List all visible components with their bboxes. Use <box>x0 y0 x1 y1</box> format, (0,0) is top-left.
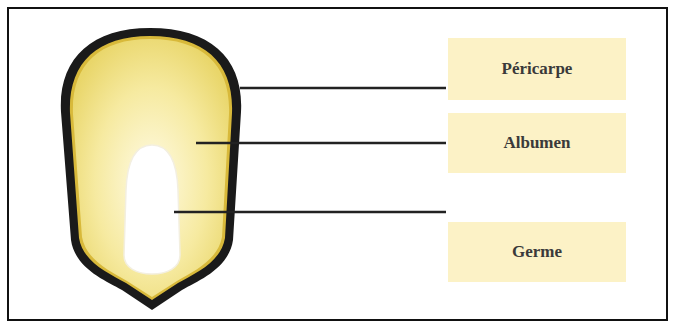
pericarp-inner-line <box>70 36 232 300</box>
germ-shape <box>124 145 180 274</box>
label-box: Albumen <box>448 113 626 173</box>
label-box: Germe <box>448 222 626 282</box>
label-box: Péricarpe <box>448 38 626 100</box>
leader-line <box>240 87 446 90</box>
albumen-area <box>73 39 229 297</box>
pericarp-outline <box>61 28 241 310</box>
part-name: Péricarpe <box>502 59 573 79</box>
part-name: Germe <box>512 242 562 262</box>
leader-line <box>196 142 446 145</box>
part-name: Albumen <box>503 133 570 153</box>
frame-border <box>8 8 667 320</box>
leader-line <box>174 211 446 214</box>
